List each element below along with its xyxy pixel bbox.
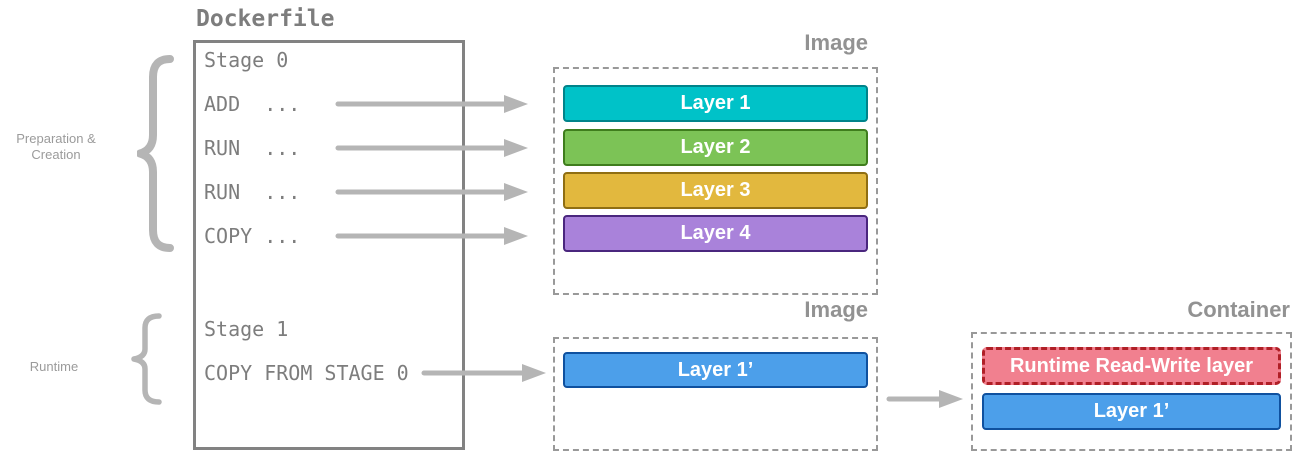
preparation-label-line1: Preparation & <box>16 131 96 146</box>
instruction-run-2: RUN ... <box>204 180 301 204</box>
container-title: Container <box>1187 297 1290 322</box>
instruction-copy-from-stage0: COPY FROM STAGE 0 <box>204 361 409 385</box>
dockerfile-box <box>193 40 465 450</box>
stage1-label: Stage 1 <box>204 317 289 341</box>
layer-bar: Layer 1’ <box>563 352 868 388</box>
layer-bar: Layer 1’ <box>982 393 1281 430</box>
image1-box: Layer 1 Layer 2 Layer 3 Layer 4 <box>553 67 878 295</box>
curly-brace-icon <box>137 55 174 252</box>
instruction-copy: COPY ... <box>204 224 301 248</box>
image2-box: Layer 1’ <box>553 337 878 451</box>
stage0-label: Stage 0 <box>204 48 289 72</box>
dockerfile-title: Dockerfile <box>196 6 335 32</box>
layer-bar: Layer 1 <box>563 85 868 122</box>
instruction-run-1: RUN ... <box>204 136 301 160</box>
curly-brace-icon <box>131 313 162 405</box>
preparation-creation-label: Preparation & Creation <box>0 131 112 163</box>
container-box: Runtime Read-Write layer Layer 1’ <box>971 332 1292 451</box>
preparation-label-line2: Creation <box>31 147 81 162</box>
image2-title: Image <box>804 297 868 322</box>
layer-bar: Layer 4 <box>563 215 868 252</box>
runtime-read-write-layer-bar: Runtime Read-Write layer <box>982 347 1281 385</box>
image1-title: Image <box>804 30 868 55</box>
arrow-image2-to-container <box>886 390 963 408</box>
instruction-add: ADD ... <box>204 92 301 116</box>
layer-bar: Layer 3 <box>563 172 868 209</box>
layer-bar: Layer 2 <box>563 129 868 166</box>
runtime-label: Runtime <box>29 359 79 374</box>
